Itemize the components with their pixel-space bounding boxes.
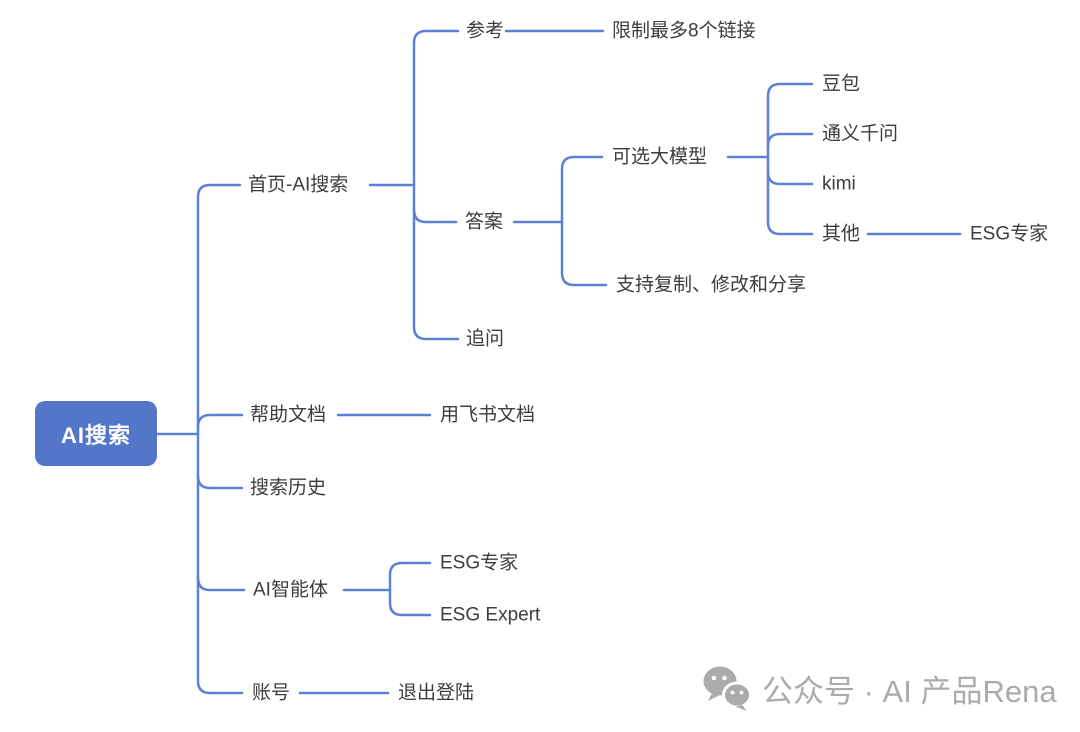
node-follow-up: 追问 [466,328,505,350]
node-model-other-esg-expert: ESG专家 [970,223,1049,245]
node-help-doc: 帮助文档 [250,404,327,426]
watermark: 公众号 · AI 产品Rena [702,664,1057,712]
node-search-history: 搜索历史 [250,477,327,499]
node-agent-esg-expert-cn: ESG专家 [440,552,519,574]
node-reference: 参考 [466,20,505,42]
node-model-tongyi-qianwen: 通义千问 [822,123,899,145]
node-model-kimi: kimi [822,173,856,195]
node-model-doubao: 豆包 [822,73,861,95]
node-selectable-models: 可选大模型 [612,146,708,168]
node-answer: 答案 [465,211,504,233]
node-account: 账号 [252,682,291,704]
node-reference-limit-8-links: 限制最多8个链接 [612,20,756,42]
node-homepage-ai-search: 首页-AI搜索 [248,174,349,196]
node-copy-edit-share: 支持复制、修改和分享 [616,274,807,296]
node-ai-agent: AI智能体 [253,579,328,601]
node-feishu-doc: 用飞书文档 [440,404,536,426]
node-agent-esg-expert-en: ESG Expert [440,604,541,626]
root-node-ai-search: AI搜索 [35,401,157,466]
wechat-icon [703,666,752,711]
watermark-text: 公众号 · AI 产品Rena [762,673,1057,709]
node-logout: 退出登陆 [398,682,475,704]
node-model-other: 其他 [822,223,861,245]
